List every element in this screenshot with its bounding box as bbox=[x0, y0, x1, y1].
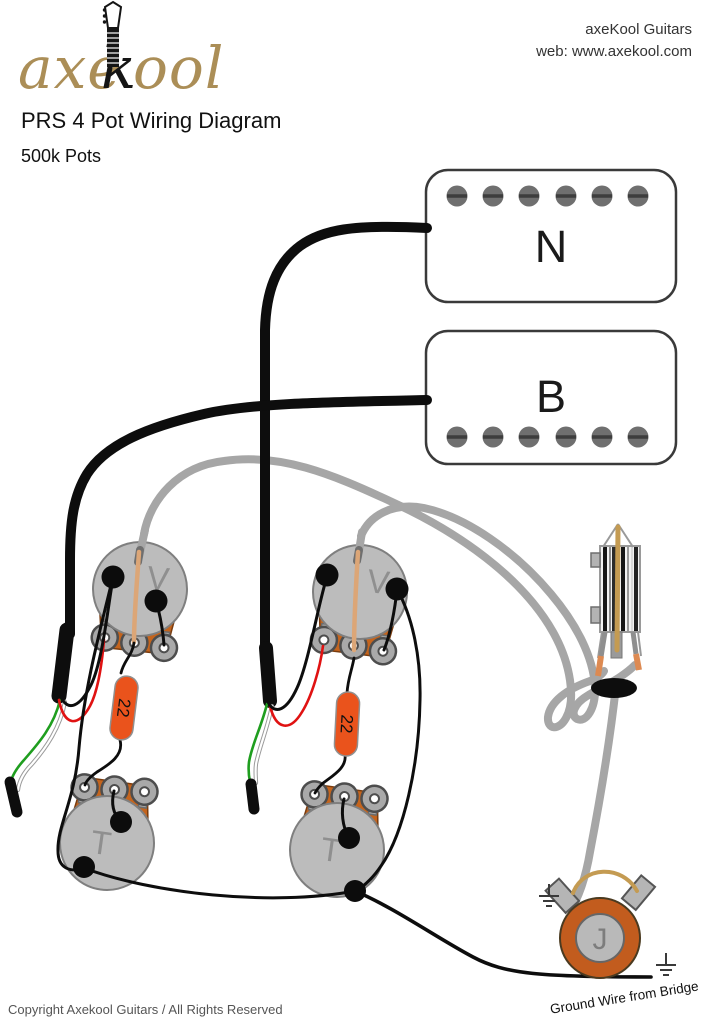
wire-neck-volume-to-switch bbox=[140, 455, 608, 732]
cap-lead bbox=[83, 738, 123, 787]
wire-end-sheath bbox=[4, 776, 23, 818]
jack-lug bbox=[620, 873, 657, 912]
pickup-bridge-label: B bbox=[536, 371, 566, 422]
solder-joint bbox=[315, 563, 339, 587]
ground-note: Ground Wire from Bridge bbox=[549, 978, 700, 1016]
terminal-tip bbox=[633, 653, 642, 671]
cap-lead bbox=[119, 641, 136, 675]
switch-mount-tab bbox=[590, 552, 601, 568]
pot-lugs bbox=[70, 773, 159, 806]
capacitor-body bbox=[109, 675, 139, 741]
switch-mount-tab bbox=[590, 606, 601, 624]
cable-sheath-tip bbox=[51, 622, 75, 704]
toggle-switch bbox=[590, 523, 642, 698]
page-subtitle: 500k Pots bbox=[21, 146, 101, 166]
pot-lugs bbox=[300, 780, 389, 813]
pickup-neck-label: N bbox=[535, 221, 568, 272]
logo-text-pre: axe bbox=[18, 34, 123, 102]
capacitor-value: 22 bbox=[337, 714, 357, 734]
wire-white-neck bbox=[16, 700, 67, 792]
pickup-cables bbox=[51, 221, 432, 708]
jack-label: J bbox=[593, 923, 608, 956]
capacitor-body bbox=[333, 691, 361, 757]
wire-end-sheath bbox=[245, 778, 260, 815]
wire-green-bridge bbox=[247, 702, 269, 784]
wire-volume-to-tone-ground bbox=[354, 587, 422, 893]
wire-switch-to-jack bbox=[567, 682, 620, 913]
wire-bridge-volume-to-switch bbox=[357, 502, 639, 724]
cap-lead bbox=[313, 753, 347, 795]
cable-sheath-tip bbox=[259, 641, 277, 708]
solder-joint bbox=[73, 856, 95, 878]
brand-web: web: www.axekool.com bbox=[535, 43, 692, 60]
wire-red-neck bbox=[57, 638, 106, 723]
pickup-neck: N bbox=[424, 168, 678, 304]
capacitor-value: 22 bbox=[113, 697, 134, 718]
wire-red-bridge bbox=[268, 644, 325, 727]
wire-white-bridge bbox=[254, 704, 274, 785]
output-jack: J bbox=[544, 869, 657, 979]
capacitor-bridge-tone: 22 bbox=[333, 691, 361, 757]
terminal-tip bbox=[595, 655, 604, 677]
ground-bus-wire bbox=[82, 866, 357, 900]
wire-green-neck bbox=[8, 698, 62, 790]
switch-body-stripes bbox=[603, 547, 638, 631]
switch-signal-wires bbox=[140, 455, 639, 913]
logo: axe k ool bbox=[18, 0, 224, 102]
solder-joint bbox=[344, 880, 366, 902]
copyright-text: Copyright Axekool Guitars / All Rights R… bbox=[8, 1002, 283, 1017]
logo-text-post: ool bbox=[133, 34, 224, 102]
switch-lever-outline bbox=[597, 523, 642, 659]
brand-name: axeKool Guitars bbox=[585, 21, 692, 38]
hookup-wires bbox=[4, 575, 653, 979]
pot-tan-wires bbox=[131, 549, 361, 653]
switch-lever-gold-rod bbox=[614, 524, 621, 653]
logo-guitar-neck-icon bbox=[102, 0, 123, 67]
solder-joint bbox=[385, 577, 409, 601]
wire-shield-neck bbox=[59, 577, 115, 708]
solder-joints bbox=[73, 563, 409, 902]
wire-shield-bridge bbox=[266, 575, 329, 711]
jack-gold-jumper-wire bbox=[571, 869, 639, 895]
pickup-bridge-pole-pieces bbox=[446, 426, 649, 448]
solder-joint bbox=[101, 565, 125, 589]
page-title: PRS 4 Pot Wiring Diagram bbox=[21, 108, 281, 133]
ground-symbol-icon bbox=[656, 953, 676, 976]
ground-symbol-icon bbox=[539, 884, 559, 907]
jack-center bbox=[575, 913, 625, 963]
wire-ground-from-bridge bbox=[353, 889, 653, 979]
pickup-neck-pole-pieces bbox=[446, 185, 649, 207]
pickup-cable-neck bbox=[260, 221, 432, 655]
ground-bus-wire bbox=[56, 575, 115, 872]
solder-joint bbox=[338, 827, 360, 849]
jack-lug bbox=[544, 877, 581, 915]
solder-joint bbox=[144, 589, 168, 613]
switch-solder-blob bbox=[591, 678, 637, 698]
solder-joint bbox=[110, 811, 132, 833]
cap-lead bbox=[345, 656, 356, 695]
pickup-cable-bridge bbox=[65, 395, 432, 639]
pickup-bridge: B bbox=[424, 329, 678, 466]
capacitor-neck-tone: 22 bbox=[109, 675, 139, 741]
